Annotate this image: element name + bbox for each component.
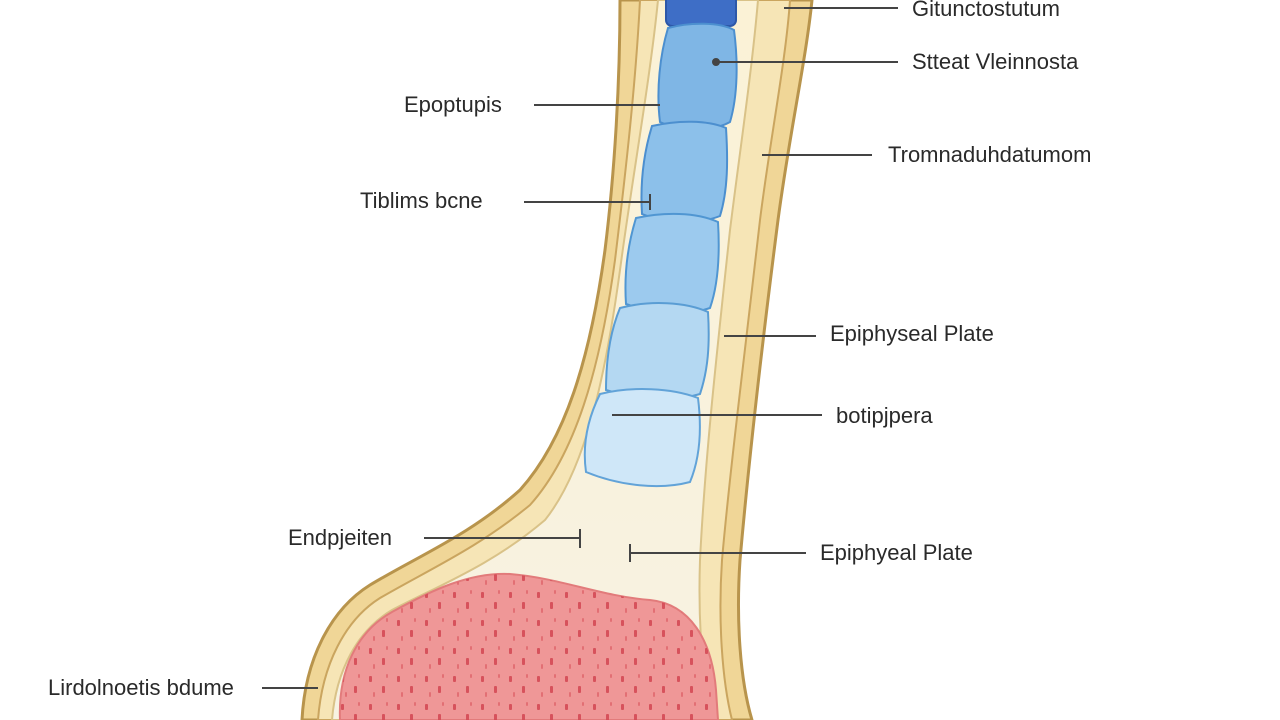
label-top-right: Gitunctostutum xyxy=(912,0,1060,21)
label-right-2: Tromnaduhdatumom xyxy=(888,142,1092,167)
label-left-2: Tiblims bcne xyxy=(360,188,483,213)
label-left-1: Epoptupis xyxy=(404,92,502,117)
leader-right-1-dot xyxy=(712,58,720,66)
label-left-3: Endpjeiten xyxy=(288,525,392,550)
marrow-cells xyxy=(583,0,738,488)
spongy-bone-dots xyxy=(339,573,718,720)
marrow-cell-top xyxy=(665,0,737,27)
marrow-cell-4 xyxy=(604,302,710,400)
marrow-cell-1 xyxy=(657,22,738,131)
marrow-cell-5 xyxy=(583,388,701,488)
marrow-cell-2 xyxy=(640,120,729,223)
leader-lines xyxy=(262,7,898,689)
label-right-1: Stteat Vleinnosta xyxy=(912,49,1079,74)
label-left-4: Lirdolnoetis bdume xyxy=(48,675,234,700)
label-right-4: botipjpera xyxy=(836,403,933,428)
label-right-3: Epiphyseal Plate xyxy=(830,321,994,346)
marrow-cell-3 xyxy=(624,212,720,314)
label-right-5: Epiphyeal Plate xyxy=(820,540,973,565)
